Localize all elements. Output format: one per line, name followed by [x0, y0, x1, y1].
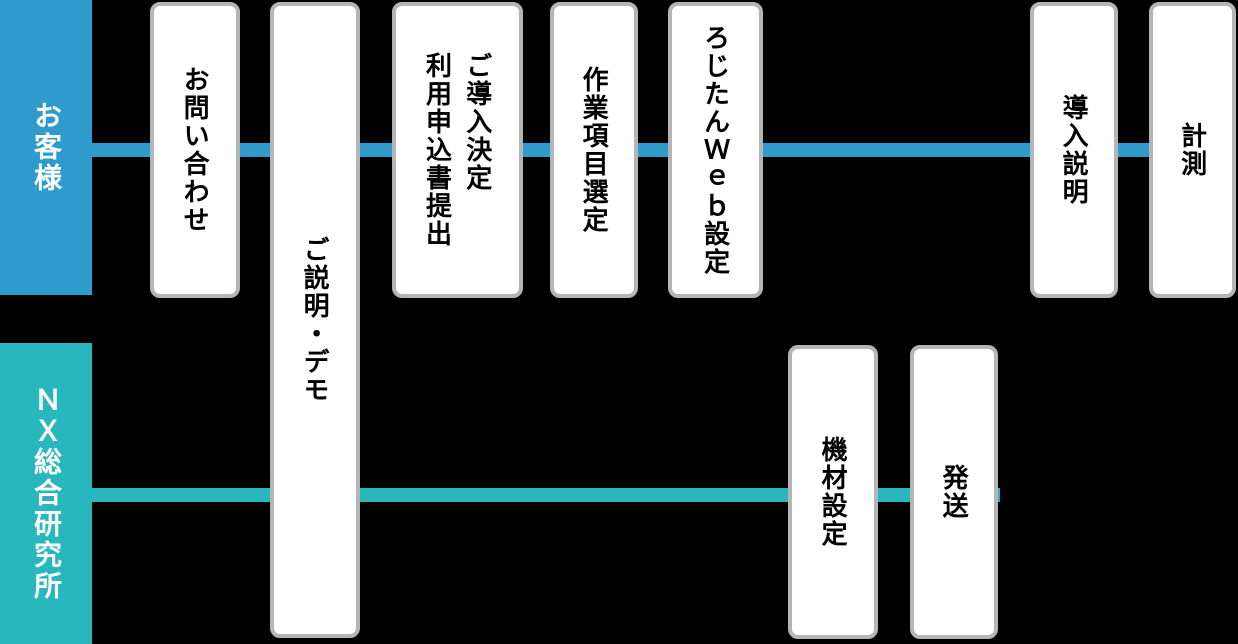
step-label-introduction-explanation: 導入説明 [1059, 94, 1090, 206]
step-box-work-item-selection: 作業項目選定 [550, 2, 638, 298]
step-box-decision-application: ご導入決定 利用申込書提出 [392, 2, 523, 298]
step-label-rojitan-web-setup: ろじたんＷｅｂ設定 [700, 24, 731, 276]
step-label-inquiry: お問い合わせ [180, 66, 211, 234]
step-box-measurement: 計測 [1149, 2, 1236, 298]
step-label-equipment-setup: 機材設定 [818, 436, 849, 548]
customer-flow-line [92, 143, 1233, 157]
step-box-rojitan-web-setup: ろじたんＷｅｂ設定 [668, 2, 763, 298]
step-box-inquiry: お問い合わせ [150, 2, 240, 298]
step-box-explanation-demo: ご説明・デモ [270, 2, 360, 638]
step-label-explanation-demo: ご説明・デモ [300, 236, 331, 404]
lane-label-customer: お客様 [0, 0, 92, 295]
step-box-shipping: 発送 [910, 345, 998, 639]
lane-label-institute: ＮＸ総合研究所 [0, 343, 92, 644]
step-label-work-item-selection: 作業項目選定 [579, 66, 610, 234]
step-box-introduction-explanation: 導入説明 [1030, 2, 1118, 298]
step-label-measurement: 計測 [1177, 122, 1208, 178]
step-box-equipment-setup: 機材設定 [788, 345, 878, 639]
step-label-shipping: 発送 [939, 464, 970, 520]
step-label-decision-application: ご導入決定 利用申込書提出 [422, 52, 493, 248]
